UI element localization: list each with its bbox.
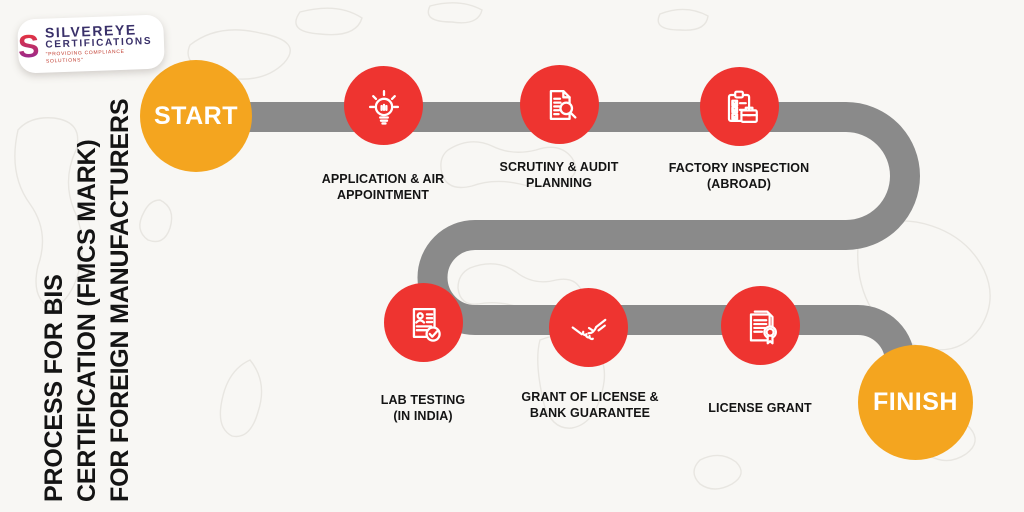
page-title-line: PROCESS FOR BIS: [40, 274, 68, 502]
handshake-icon: [571, 318, 606, 340]
document-search-icon: [549, 89, 576, 120]
page-title: PROCESS FOR BIS CERTIFICATION (FMCS MARK…: [38, 86, 138, 502]
step-grant-license-label: GRANT OF LICENSE & BANK GUARANTEE: [521, 390, 659, 421]
silvereye-logo: S SILVEREYE CERTIFICATIONS "PROVIDING CO…: [17, 14, 165, 74]
step-lab-testing-circle: [384, 283, 463, 362]
step-license-grant-label: LICENSE GRANT: [708, 401, 812, 415]
finish-label: FINISH: [873, 388, 958, 416]
page-title-line: CERTIFICATION (FMCS MARK): [73, 139, 101, 502]
step-factory-inspection-label: FACTORY INSPECTION (ABROAD): [668, 161, 810, 192]
step-application-label: APPLICATION & AIR APPOINTMENT: [321, 172, 445, 203]
step-factory-inspection-circle: [700, 67, 779, 146]
report-check-icon: [412, 307, 441, 342]
step-scrutiny-label: SCRUTINY & AUDIT PLANNING: [499, 160, 619, 191]
step-grant-license-circle: [549, 288, 628, 367]
start-node: START: [140, 60, 252, 172]
logo-tagline: "PROVIDING COMPLIANCE SOLUTIONS": [45, 49, 125, 65]
step-application-circle: [344, 66, 423, 145]
step-license-grant-circle: [721, 286, 800, 365]
step-lab-testing-label: LAB TESTING (IN INDIA): [380, 393, 466, 424]
clipboard-briefcase-icon: [727, 90, 758, 123]
silvereye-logo-mark: S: [17, 27, 41, 65]
certificate-ribbon-icon: [749, 310, 777, 344]
start-label: START: [154, 101, 238, 130]
lightbulb-icon: [368, 89, 399, 125]
step-scrutiny-circle: [520, 65, 599, 144]
page-title-line: FOR FOREIGN MANUFACTURERS: [106, 98, 134, 502]
finish-node: FINISH: [858, 345, 973, 460]
